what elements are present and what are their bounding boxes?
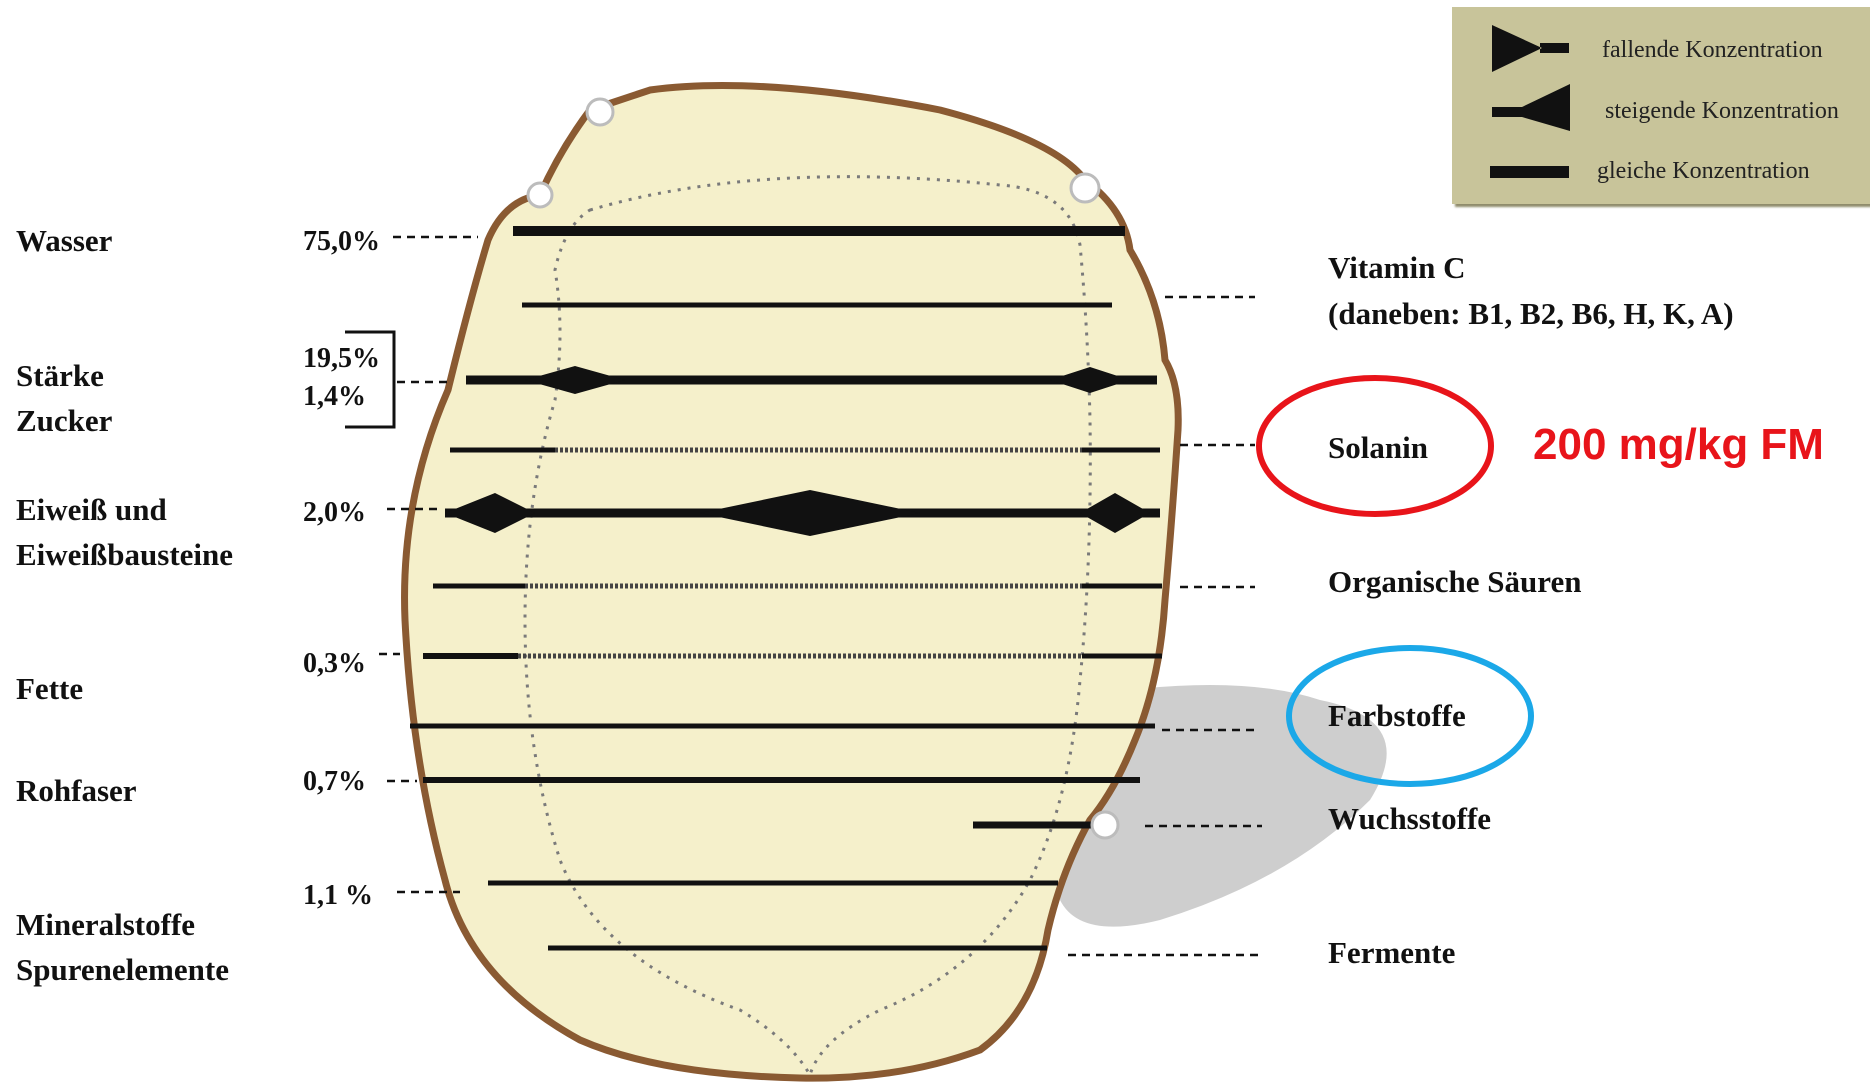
- label-zucker: Zucker: [16, 402, 112, 441]
- label-rohfaser: Rohfaser: [16, 772, 137, 811]
- eye-lower-right: [1092, 812, 1118, 838]
- pct-fette: 0,3%: [303, 648, 366, 680]
- label-eiweiss-1: Eiweiß und: [16, 491, 167, 530]
- label-fette: Fette: [16, 670, 83, 709]
- legend-falling-label: fallende Konzentration: [1602, 37, 1823, 64]
- eye-left: [528, 183, 552, 207]
- pct-zucker: 1,4%: [303, 381, 366, 413]
- eye-top-left: [587, 99, 613, 125]
- label-mineral-2: Spurenelemente: [16, 951, 229, 990]
- eye-right: [1071, 174, 1099, 202]
- label-eiweiss-2: Eiweißbausteine: [16, 536, 233, 575]
- label-organische-saeuren: Organische Säuren: [1328, 563, 1581, 602]
- solanin-value-annotation: 200 mg/kg FM: [1533, 420, 1824, 470]
- label-vitamin-other: (daneben: B1, B2, B6, H, K, A): [1328, 295, 1734, 334]
- label-staerke: Stärke: [16, 357, 104, 396]
- rising-concentration-icon: [1492, 84, 1570, 131]
- label-vitamin-c: Vitamin C: [1328, 249, 1466, 288]
- pct-wasser: 75,0%: [303, 226, 380, 258]
- legend: fallende Konzentration steigende Konzent…: [1452, 7, 1870, 204]
- label-farbstoffe: Farbstoffe: [1328, 697, 1466, 736]
- label-wasser: Wasser: [16, 222, 112, 261]
- pct-staerke: 19,5%: [303, 343, 380, 375]
- pct-mineral: 1,1 %: [303, 880, 373, 912]
- label-wuchsstoffe: Wuchsstoffe: [1328, 800, 1491, 839]
- falling-concentration-icon: [1492, 25, 1569, 72]
- equal-concentration-icon: [1490, 166, 1569, 178]
- pct-eiweiss: 2,0%: [303, 497, 366, 529]
- label-solanin: Solanin: [1328, 429, 1428, 468]
- pct-rohfaser: 0,7%: [303, 766, 366, 798]
- legend-equal-label: gleiche Konzentration: [1597, 158, 1810, 185]
- legend-rising-label: steigende Konzentration: [1605, 98, 1839, 125]
- label-mineral-1: Mineralstoffe: [16, 906, 195, 945]
- label-fermente: Fermente: [1328, 934, 1455, 973]
